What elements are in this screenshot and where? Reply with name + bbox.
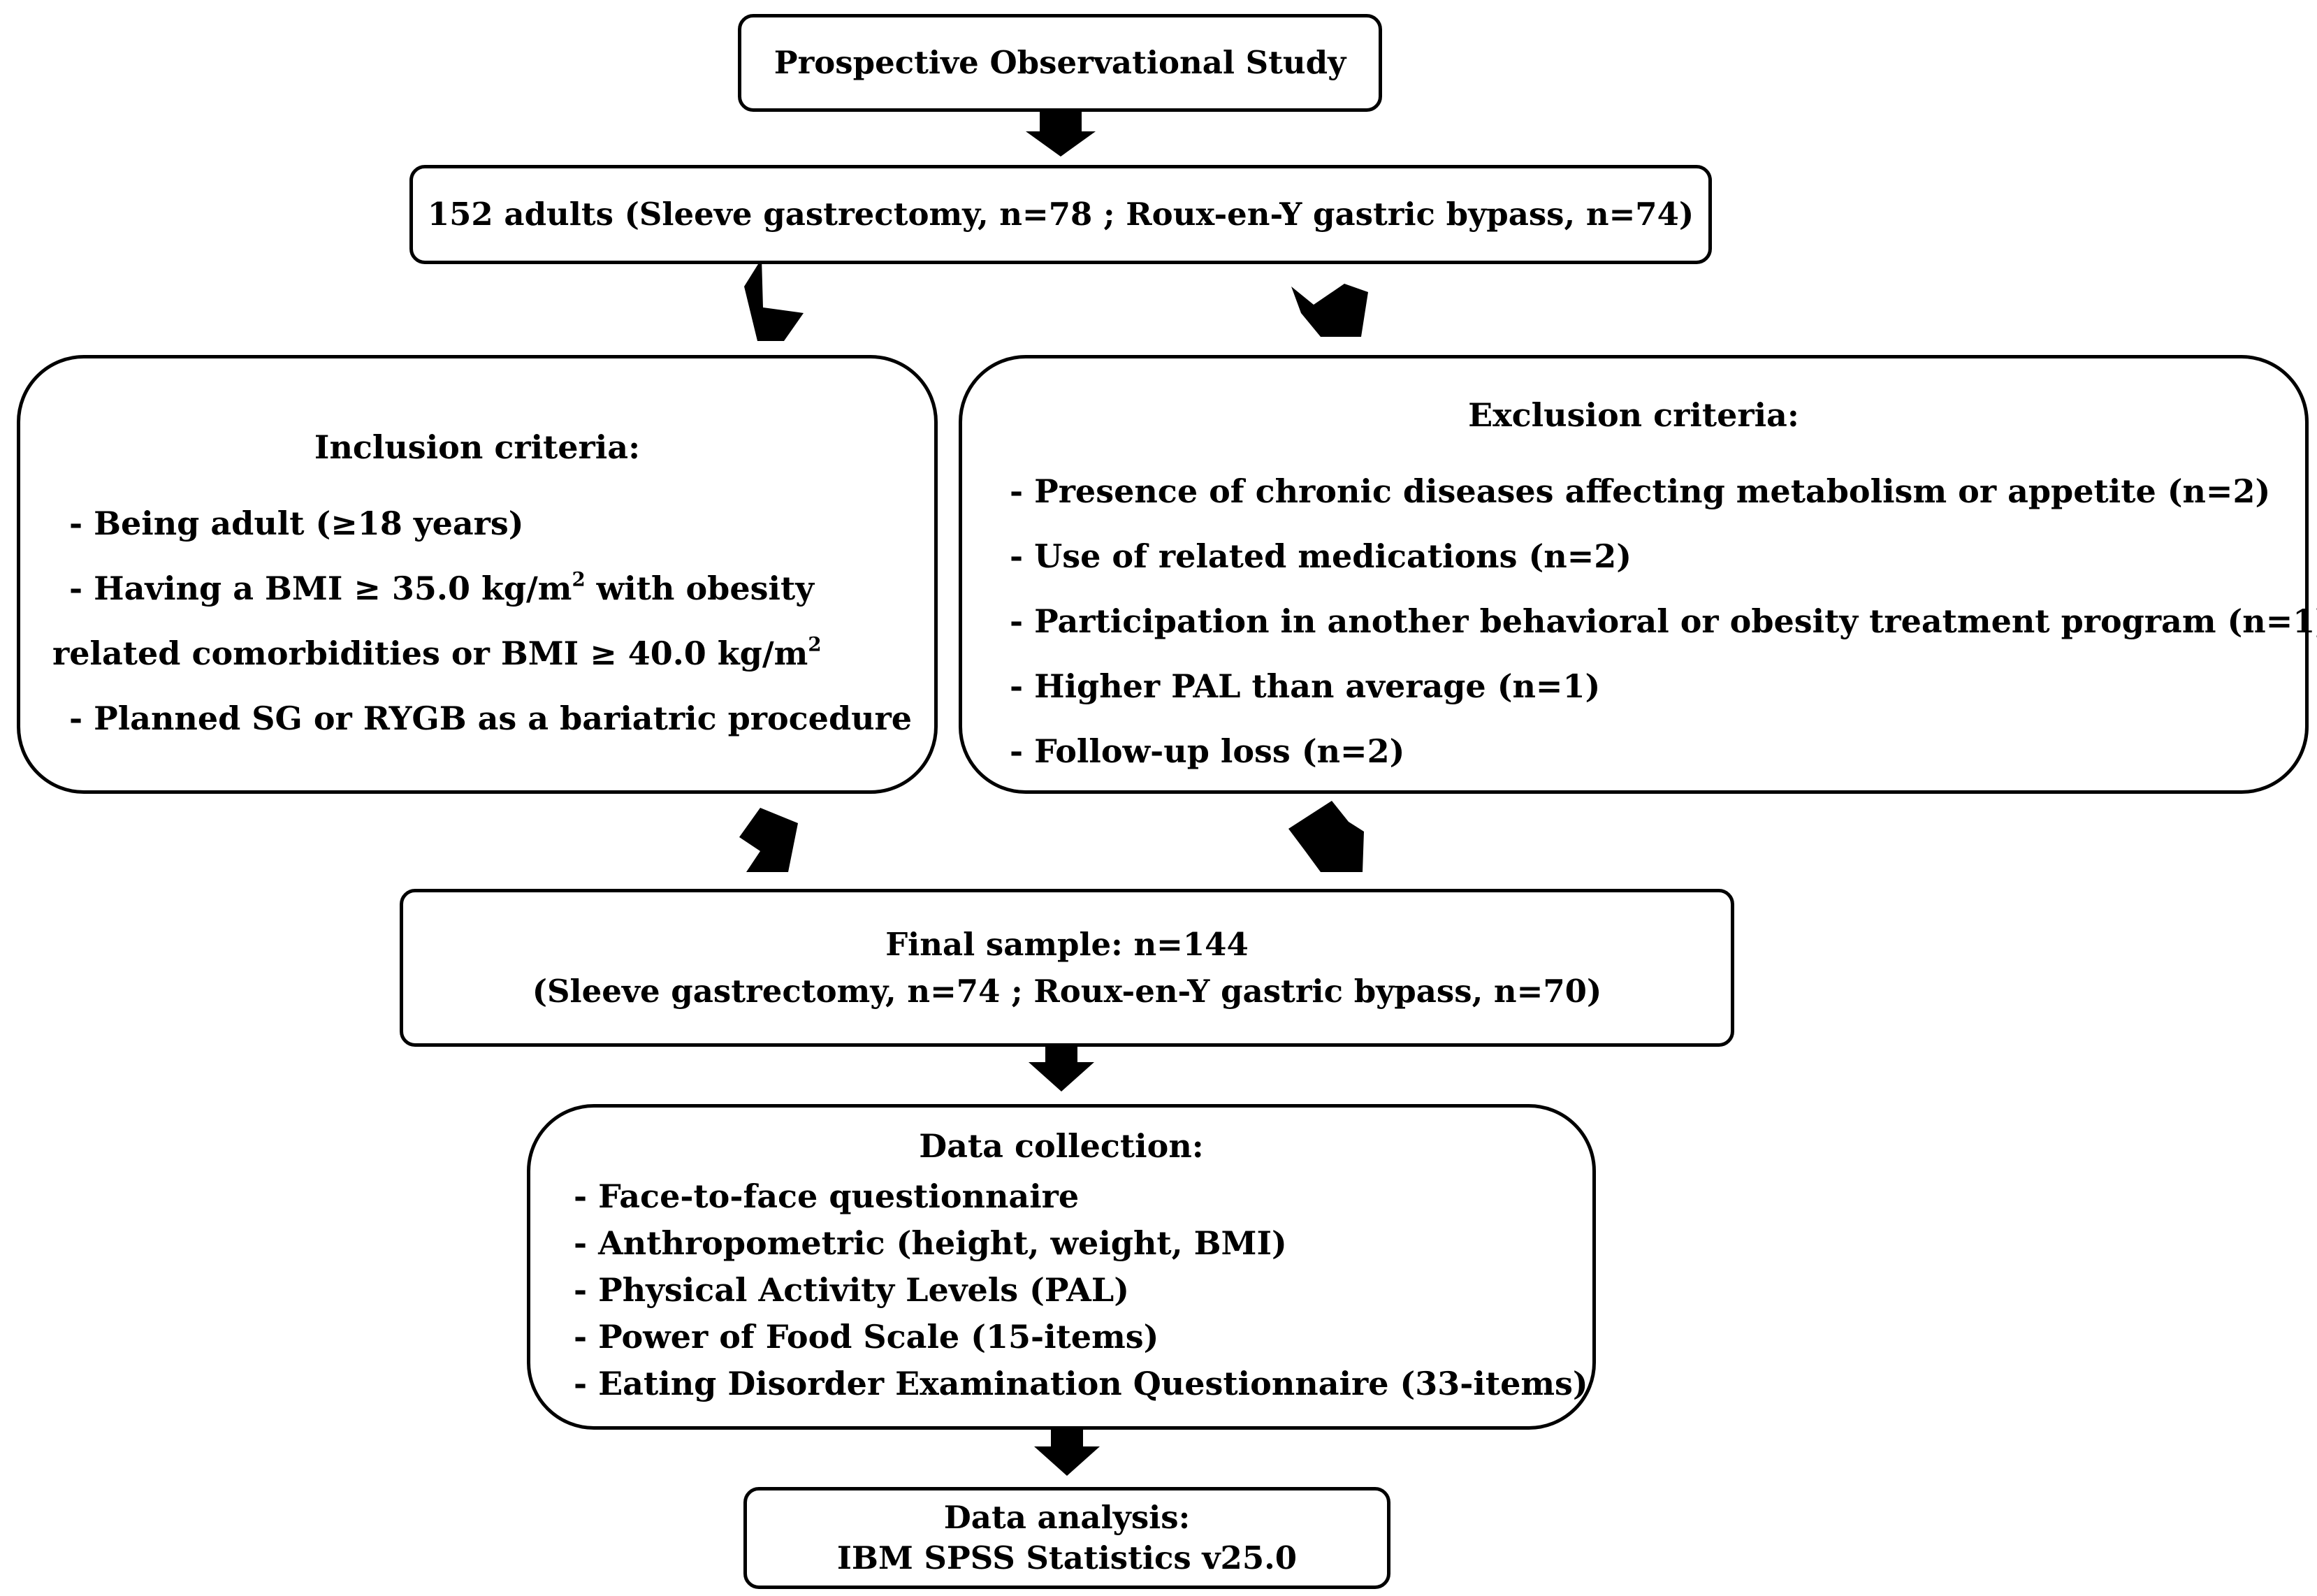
participants-box: 152 adults (Sleeve gastrectomy, n=78 ; R…: [409, 165, 1712, 264]
data-collection-item: - Anthropometric (height, weight, BMI): [574, 1224, 1287, 1262]
exclusion-criteria-list: - Presence of chronic diseases affecting…: [1010, 459, 2317, 784]
arrow-inclusion-to-final: [739, 808, 798, 872]
data-collection-list: - Face-to-face questionnaire - Anthropom…: [574, 1173, 1588, 1407]
arrow-exclusion-to-final: [1288, 801, 1364, 872]
exclusion-item: - Participation in another behavioral or…: [1010, 602, 2317, 640]
participants-label: 152 adults (Sleeve gastrectomy, n=78 ; R…: [427, 195, 1694, 233]
study-type-label: Prospective Observational Study: [773, 43, 1346, 81]
exclusion-item: - Use of related medications (n=2): [1010, 537, 1632, 575]
data-collection-item: - Physical Activity Levels (PAL): [574, 1271, 1129, 1309]
inclusion-criteria-box: Inclusion criteria: - Being adult (≥18 y…: [17, 355, 938, 794]
exclusion-item: - Presence of chronic diseases affecting…: [1010, 472, 2271, 510]
inclusion-criteria-list: - Being adult (≥18 years) - Having a BMI…: [52, 491, 913, 751]
final-sample-box: Final sample: n=144 (Sleeve gastrectomy,…: [400, 889, 1734, 1047]
data-collection-title: Data collection:: [919, 1127, 1204, 1165]
exclusion-item: - Higher PAL than average (n=1): [1010, 667, 1601, 705]
arrow-final-to-collection: [1029, 1045, 1094, 1091]
arrow-collection-to-analysis: [1034, 1430, 1100, 1476]
arrow-participants-to-inclusion: [744, 259, 804, 341]
data-collection-box: Data collection: - Face-to-face question…: [527, 1104, 1596, 1430]
arrow-participants-to-exclusion: [1291, 284, 1368, 337]
data-analysis-title: Data analysis:: [943, 1498, 1191, 1536]
inclusion-item-procedure: - Planned SG or RYGB as a bariatric proc…: [69, 699, 913, 737]
data-analysis-box: Data analysis: IBM SPSS Statistics v25.0: [743, 1487, 1390, 1589]
exclusion-criteria-title: Exclusion criteria:: [1468, 396, 1799, 434]
inclusion-criteria-title: Inclusion criteria:: [314, 428, 641, 466]
inclusion-item-bmi-line2: related comorbidities or BMI ≥ 40.0 kg/m…: [52, 632, 822, 672]
data-collection-item: - Power of Food Scale (15-items): [574, 1318, 1159, 1356]
final-sample-count: Final sample: n=144: [885, 925, 1249, 963]
arrow-study-to-participants: [1026, 112, 1096, 157]
final-sample-breakdown: (Sleeve gastrectomy, n=74 ; Roux-en-Y ga…: [532, 973, 1602, 1010]
exclusion-item: - Follow-up loss (n=2): [1010, 732, 1405, 770]
exclusion-criteria-box: Exclusion criteria: - Presence of chroni…: [959, 355, 2317, 794]
data-collection-item: - Eating Disorder Examination Questionna…: [574, 1365, 1588, 1402]
inclusion-item-bmi-line1: - Having a BMI ≥ 35.0 kg/m2 with obesity: [69, 567, 814, 607]
inclusion-item-age: - Being adult (≥18 years): [69, 505, 524, 542]
study-type-box: Prospective Observational Study: [738, 14, 1382, 112]
data-analysis-software: IBM SPSS Statistics v25.0: [836, 1539, 1298, 1576]
data-collection-item: - Face-to-face questionnaire: [574, 1177, 1080, 1215]
